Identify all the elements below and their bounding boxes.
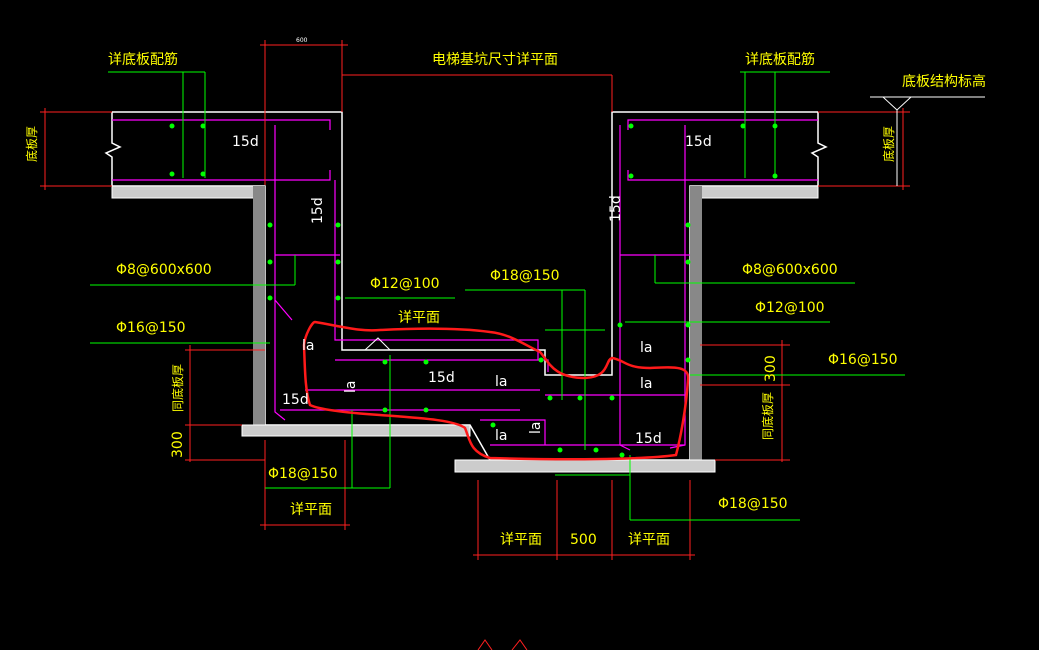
see-plan-mid: 详平面 (398, 310, 440, 326)
d15-d: 15d (608, 195, 624, 222)
same-floor-thk-left: 同底板厚 (170, 364, 185, 412)
detail-floor-rebar-left: 详底板配筋 (108, 51, 178, 68)
rebar-phi18-top: Φ18@150 (490, 268, 560, 284)
detail-floor-rebar-right: 详底板配筋 (745, 51, 815, 68)
rebar-phi12-left: Φ12@100 (370, 276, 440, 292)
same-floor-thk-right: 同底板厚 (760, 392, 775, 440)
la-4: la (640, 340, 652, 356)
red-markup-cloud (302, 320, 690, 461)
dim-600: 600 (296, 37, 308, 44)
la-1: la (302, 338, 314, 354)
d15-f: 15d (282, 392, 309, 408)
dim-500: 500 (570, 532, 597, 548)
d15-g: 15d (635, 431, 662, 447)
rebar-phi8-right: Φ8@600x600 (742, 262, 838, 278)
concrete-outline (104, 111, 828, 461)
cushion-right-top (699, 185, 819, 199)
cushion-left-top (111, 185, 263, 199)
see-plan-left-bottom: 详平面 (290, 502, 332, 518)
rebar-phi18-left: Φ18@150 (268, 466, 338, 482)
plan-marker-arrow (364, 337, 391, 351)
right-slab-bottom (689, 185, 818, 460)
d15-b: 15d (310, 197, 326, 224)
dimension-lines (40, 40, 910, 560)
la-3: la (495, 374, 507, 390)
see-plan-b1: 详平面 (500, 532, 542, 548)
rebar-phi18-right: Φ18@150 (718, 496, 788, 512)
elevation-marker (870, 96, 985, 186)
floor-struct-elev: 底板结构标高 (902, 73, 986, 90)
hatch-left-wall (253, 186, 265, 426)
rebar-phi16-left: Φ16@150 (116, 320, 186, 336)
dim-300-right: 300 (763, 355, 779, 382)
la-6: la (495, 428, 507, 444)
rebar-phi12-right: Φ12@100 (755, 300, 825, 316)
dim-300-left: 300 (170, 431, 186, 458)
cushion-layers (111, 185, 819, 473)
cushion-right-bottom (454, 459, 716, 473)
rebar-phi16-right: Φ16@150 (828, 352, 898, 368)
la-2: la (343, 381, 359, 393)
title-top: 电梯基坑尺寸详平面 (432, 51, 558, 68)
see-plan-b2: 详平面 (628, 532, 670, 548)
rebar-phi8-left: Φ8@600x600 (116, 262, 212, 278)
left-break-mark (104, 112, 122, 186)
text-labels: 电梯基坑尺寸详平面 详底板配筋 详底板配筋 底板结构标高 底板厚 底板厚 同底板… (24, 37, 986, 548)
right-break-mark (810, 112, 828, 186)
bottom-section-marks (477, 639, 528, 650)
d15-e: 15d (428, 370, 455, 386)
d15-a: 15d (232, 134, 259, 150)
hatch-right-wall (690, 186, 702, 461)
floor-thickness-left: 底板厚 (24, 126, 39, 162)
rebar-dots (169, 123, 778, 458)
floor-thickness-right: 底板厚 (881, 126, 896, 162)
cushion-left-bottom (241, 424, 471, 437)
left-slab-bottom (112, 185, 266, 425)
la-7: la (528, 422, 544, 434)
d15-c: 15d (685, 134, 712, 150)
leader-lines (90, 71, 905, 521)
left-slab-outline (112, 111, 818, 376)
la-5: la (640, 376, 652, 392)
